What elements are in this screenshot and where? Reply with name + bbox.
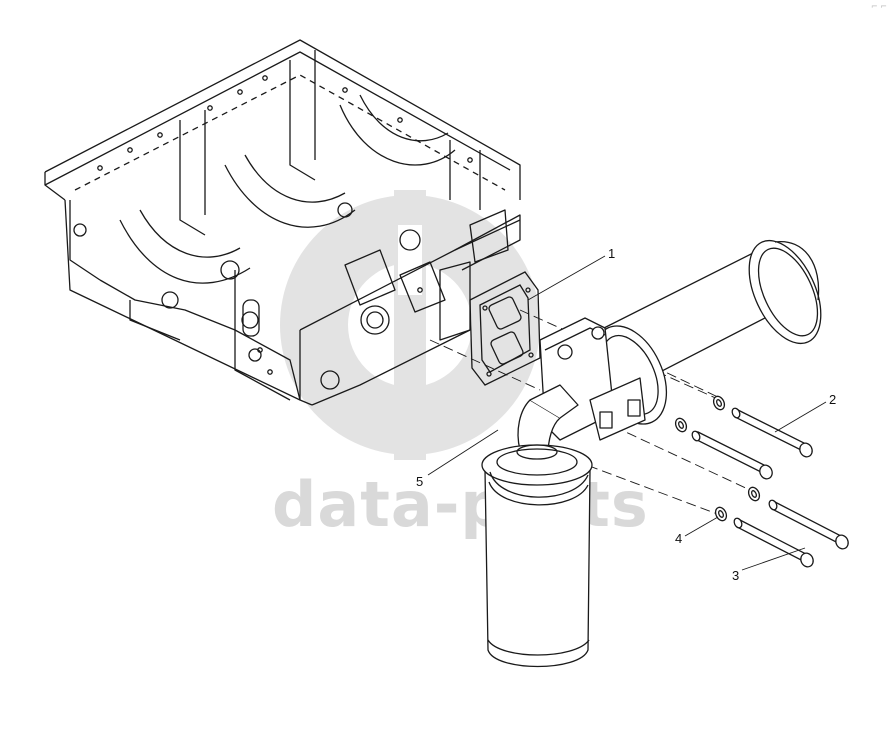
bolt-item-2-lower	[691, 430, 773, 480]
washer-4	[714, 506, 728, 522]
watermark-text: data-parts	[272, 468, 649, 541]
bolt-item-3-upper	[768, 499, 849, 550]
washer-2	[674, 417, 688, 433]
callout-2: 2	[829, 392, 836, 407]
spin-on-oil-filter	[481, 444, 593, 668]
filter-head-gasket	[469, 271, 541, 386]
callout-1: 1	[608, 246, 615, 261]
bolt-item-3-lower	[733, 517, 814, 568]
washer-3	[747, 486, 761, 502]
callout-5: 5	[416, 474, 423, 489]
bolts	[691, 407, 849, 568]
corner-mark: ⌐ ⌐	[871, 2, 887, 11]
callout-4: 4	[675, 531, 682, 546]
oil-filter-housing	[517, 239, 822, 456]
washers	[674, 395, 761, 522]
leader-lines	[427, 255, 827, 571]
callout-3: 3	[732, 568, 739, 583]
bolt-item-2-upper	[731, 407, 813, 458]
washer-1	[712, 395, 726, 411]
engine-block	[44, 39, 521, 406]
